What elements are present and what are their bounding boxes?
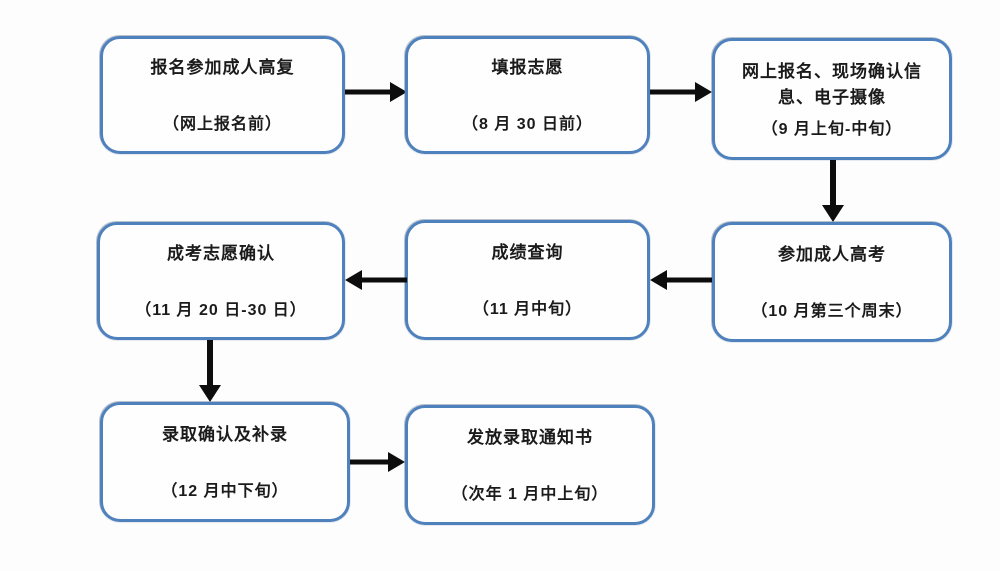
arrow-head [390, 82, 407, 102]
box-date: （网上报名前） [162, 116, 282, 134]
arrow-shaft [345, 89, 392, 95]
arrow-down-icon [198, 340, 222, 402]
arrow-left-icon [345, 268, 407, 292]
arrow-head [695, 82, 712, 102]
box-title: 参加成人高考 [778, 244, 886, 264]
box-date: （次年 1 月中上旬） [451, 486, 609, 504]
box-title: 录取确认及补录 [162, 424, 288, 444]
box-date: （12 月中下旬） [161, 483, 289, 501]
box-title: 填报志愿 [491, 57, 564, 77]
box-title: 网上报名、现场确认信息、电子摄像 [742, 62, 922, 107]
arrow-head [650, 270, 667, 290]
flow-box-score-query: 成绩查询 （11 月中旬） [405, 220, 650, 340]
arrow-head [822, 205, 844, 222]
arrow-shaft [665, 277, 712, 283]
box-date: （9 月上旬-中旬） [761, 121, 903, 138]
arrow-shaft [350, 459, 390, 465]
flow-box-preference-confirm: 成考志愿确认 （11 月 20 日-30 日） [97, 222, 345, 340]
box-title: 成考志愿确认 [167, 243, 275, 263]
flow-box-signup-gaofu: 报名参加成人高复 （网上报名前） [100, 36, 345, 154]
arrow-right-icon [345, 80, 407, 104]
arrow-right-icon [350, 450, 405, 474]
flow-box-take-exam: 参加成人高考 （10 月第三个周末） [712, 222, 952, 342]
flow-box-admission-confirm: 录取确认及补录 （12 月中下旬） [100, 402, 350, 522]
flow-box-send-admission-letter: 发放录取通知书 （次年 1 月中上旬） [405, 405, 655, 525]
box-title: 报名参加成人高复 [150, 57, 295, 77]
arrow-head [345, 270, 362, 290]
flow-box-fill-preferences: 填报志愿 （8 月 30 日前） [405, 36, 650, 154]
arrow-shaft [207, 340, 213, 387]
arrow-down-icon [821, 160, 845, 222]
arrow-right-icon [650, 80, 712, 104]
box-date: （11 月 20 日-30 日） [135, 302, 307, 320]
arrow-left-icon [650, 268, 712, 292]
box-date: （10 月第三个周末） [751, 303, 913, 321]
arrow-head [388, 452, 405, 472]
arrow-shaft [830, 160, 836, 207]
arrow-shaft [360, 277, 407, 283]
flow-box-online-registration: 网上报名、现场确认信息、电子摄像 （9 月上旬-中旬） [712, 38, 952, 160]
box-date: （11 月中旬） [472, 301, 583, 319]
arrow-head [199, 385, 221, 402]
box-title: 发放录取通知书 [467, 427, 593, 447]
arrow-shaft [650, 89, 697, 95]
box-date: （8 月 30 日前） [461, 116, 594, 134]
box-title: 成绩查询 [491, 242, 564, 262]
